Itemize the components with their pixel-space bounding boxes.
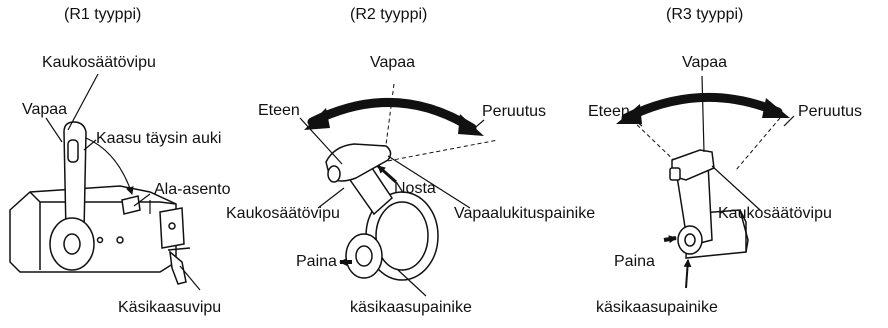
- r1-hand-throttle-lever-label: Käsikaasuvipu: [118, 299, 221, 317]
- r3-remote-lever-label: Kaukosäätövipu: [718, 205, 832, 223]
- r3-control-drawing: [670, 150, 748, 258]
- r3-title: (R3 tyyppi): [666, 6, 743, 24]
- r2-neutral-label: Vapaa: [370, 54, 415, 72]
- r2-arc-arrow: [304, 102, 484, 136]
- r1-low-position-label: Ala-asento: [154, 181, 231, 199]
- r1-neutral-label: Vapaa: [22, 101, 67, 119]
- r1-full-throttle-label: Kaasu täysin auki: [96, 130, 221, 148]
- r3-reverse-label: Peruutus: [798, 103, 862, 121]
- r1-remote-lever-label: Kaukosäätövipu: [42, 54, 156, 72]
- r1-title: (R1 tyyppi): [64, 6, 141, 24]
- r2-neutral-lock-button-label: Vapaalukituspainike: [454, 205, 595, 223]
- r2-reverse-label: Peruutus: [482, 103, 546, 121]
- r2-remote-lever-label: Kaukosäätövipu: [226, 205, 340, 223]
- r2-title: (R2 tyyppi): [350, 6, 427, 24]
- r2-hand-throttle-button-label: käsikaasupainike: [350, 299, 472, 317]
- r2-forward-label: Eteen: [258, 102, 300, 120]
- r3-hand-throttle-button-label: käsikaasupainike: [596, 299, 718, 317]
- r3-push-label: Paina: [614, 253, 655, 271]
- r3-forward-label: Eteen: [588, 103, 630, 121]
- r2-lift-label: Nosta: [394, 180, 436, 198]
- r2-push-label: Paina: [296, 253, 337, 271]
- r2-control-drawing: [326, 144, 438, 280]
- r3-neutral-label: Vapaa: [682, 54, 727, 72]
